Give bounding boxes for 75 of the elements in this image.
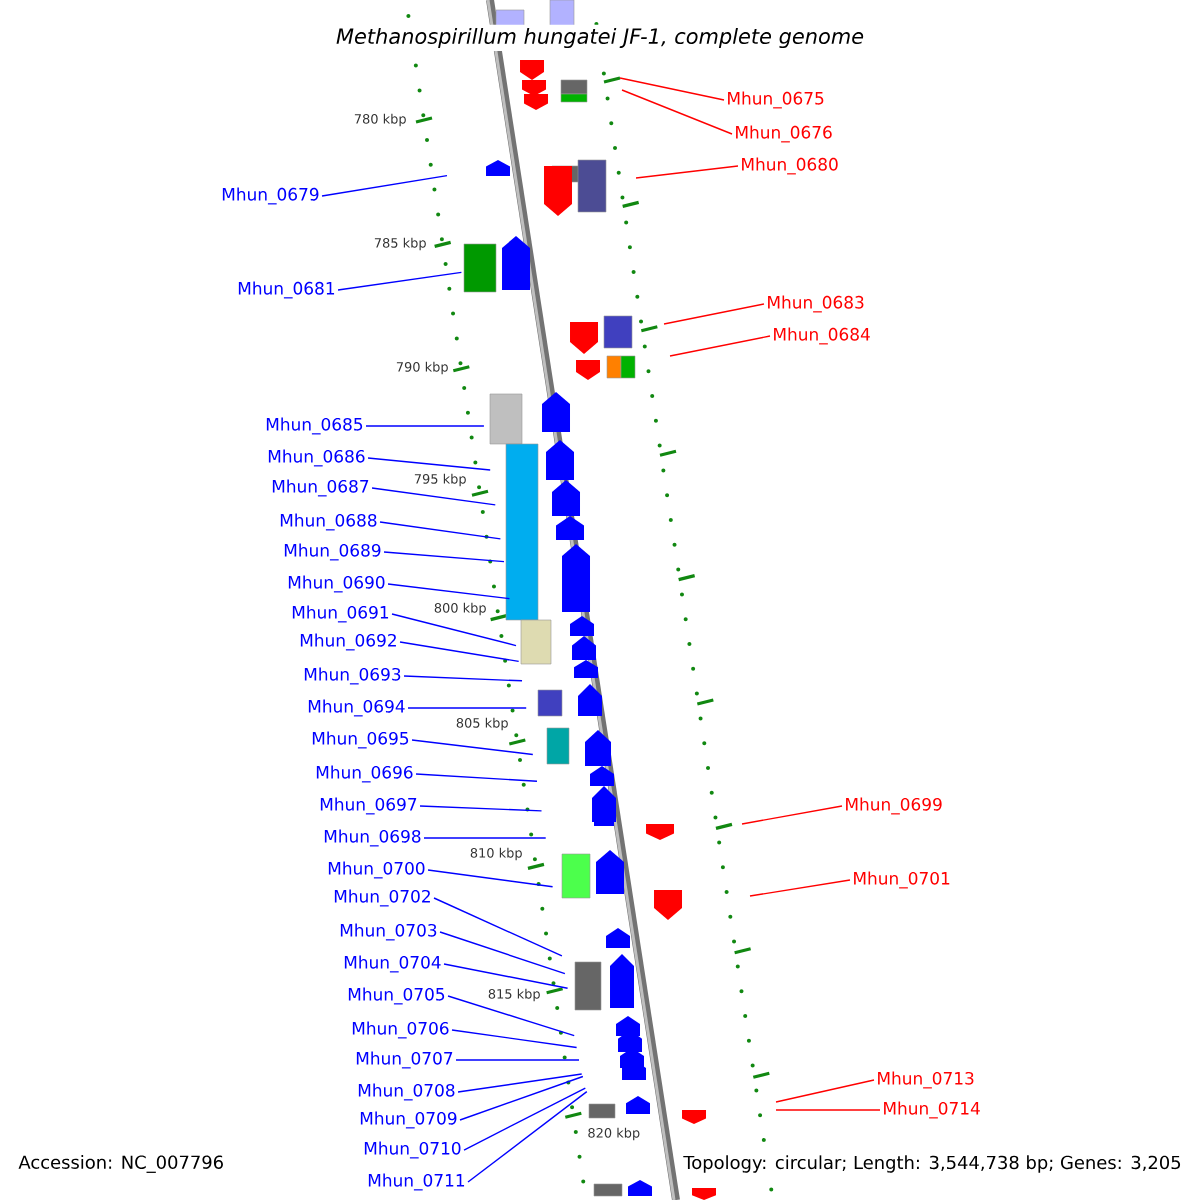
leader-line xyxy=(379,521,502,540)
leader-line xyxy=(455,1059,580,1061)
leader-line xyxy=(427,869,554,888)
leader-line xyxy=(365,425,485,427)
gene-label: Mhun_0709 xyxy=(360,1111,457,1129)
gene-label: Mhun_0697 xyxy=(320,797,417,815)
gene-label: Mhun_0688 xyxy=(280,513,377,531)
leader-line xyxy=(423,837,547,839)
leader-line xyxy=(457,1073,583,1093)
leader-line xyxy=(399,641,520,663)
leader-line xyxy=(443,963,569,989)
gene-label: Mhun_0702 xyxy=(334,889,430,907)
gene-label: Mhun_0681 xyxy=(238,281,335,299)
gene-label: Mhun_0684 xyxy=(774,327,870,345)
gene-label: Mhun_0710 xyxy=(364,1141,461,1159)
gene-label: Mhun_0703 xyxy=(340,923,437,941)
leader-line xyxy=(419,805,543,812)
title: Methanospirillum hungatei JF-1, complete genome xyxy=(332,24,868,52)
gene-label: Mhun_0701 xyxy=(854,871,950,889)
leader-line xyxy=(619,77,725,101)
gene-label: Mhun_0705 xyxy=(348,987,445,1005)
gene-label: Mhun_0706 xyxy=(352,1021,449,1039)
gene-label: Mhun_0698 xyxy=(324,829,421,847)
leader-line xyxy=(669,335,771,357)
leader-line xyxy=(663,303,765,325)
gene-label: Mhun_0680 xyxy=(742,157,838,175)
gene-label: Mhun_0693 xyxy=(304,667,401,685)
gene-label: Mhun_0707 xyxy=(356,1051,453,1069)
gene-label: Mhun_0687 xyxy=(272,479,369,497)
leader-line xyxy=(407,707,527,709)
gene-label: Mhun_0692 xyxy=(300,633,396,651)
gene-label: Mhun_0700 xyxy=(328,861,425,879)
gene-label: Mhun_0683 xyxy=(768,295,864,313)
leader-line xyxy=(635,165,739,179)
leader-line xyxy=(621,89,733,135)
leader-line xyxy=(433,897,563,957)
leader-line xyxy=(749,879,851,897)
gene-label: Mhun_0685 xyxy=(266,417,363,435)
gene-label: Mhun_0686 xyxy=(268,449,365,467)
gene-label: Mhun_0679 xyxy=(222,187,319,205)
gene-label: Mhun_0708 xyxy=(358,1083,455,1101)
gene-label: Mhun_0676 xyxy=(736,125,832,143)
leader-line xyxy=(387,583,511,600)
leader-line xyxy=(463,1087,586,1151)
leader-line xyxy=(415,773,538,782)
gene-label: Mhun_0689 xyxy=(284,543,381,561)
leader-line xyxy=(371,487,496,506)
gene-label: Mhun_0696 xyxy=(316,765,413,783)
genome-info-label: Topology: circular; Length: 3,544,738 bp; Genes: 3,205 xyxy=(681,1153,1184,1175)
leader-line xyxy=(321,174,448,197)
gene-label: Mhun_0699 xyxy=(846,797,942,815)
leader-line xyxy=(403,675,523,682)
leader-line xyxy=(775,1079,875,1103)
leader-line xyxy=(337,271,463,291)
leader-line xyxy=(391,613,517,647)
gene-label: Mhun_0711 xyxy=(368,1173,465,1191)
gene-label: Mhun_0695 xyxy=(312,731,409,749)
leader-line xyxy=(467,1090,588,1183)
gene-label: Mhun_0690 xyxy=(288,575,385,593)
gene-label: Mhun_0713 xyxy=(878,1071,974,1089)
gene-label: Mhun_0704 xyxy=(344,955,441,973)
gene-label: Mhun_0691 xyxy=(292,605,389,623)
gene-label: Mhun_0714 xyxy=(884,1101,980,1119)
leader-line xyxy=(447,995,575,1037)
leader-line xyxy=(411,739,534,756)
leader-line xyxy=(367,457,491,471)
leader-line xyxy=(775,1109,881,1111)
leader-line xyxy=(383,551,505,563)
accession-label: Accession: NC_007796 xyxy=(16,1153,227,1175)
leader-line xyxy=(459,1075,584,1121)
gene-label: Mhun_0694 xyxy=(308,699,405,717)
gene-label: Mhun_0675 xyxy=(728,91,824,109)
leader-line xyxy=(451,1029,578,1049)
leader-line xyxy=(439,931,566,975)
leader-line xyxy=(741,805,843,825)
